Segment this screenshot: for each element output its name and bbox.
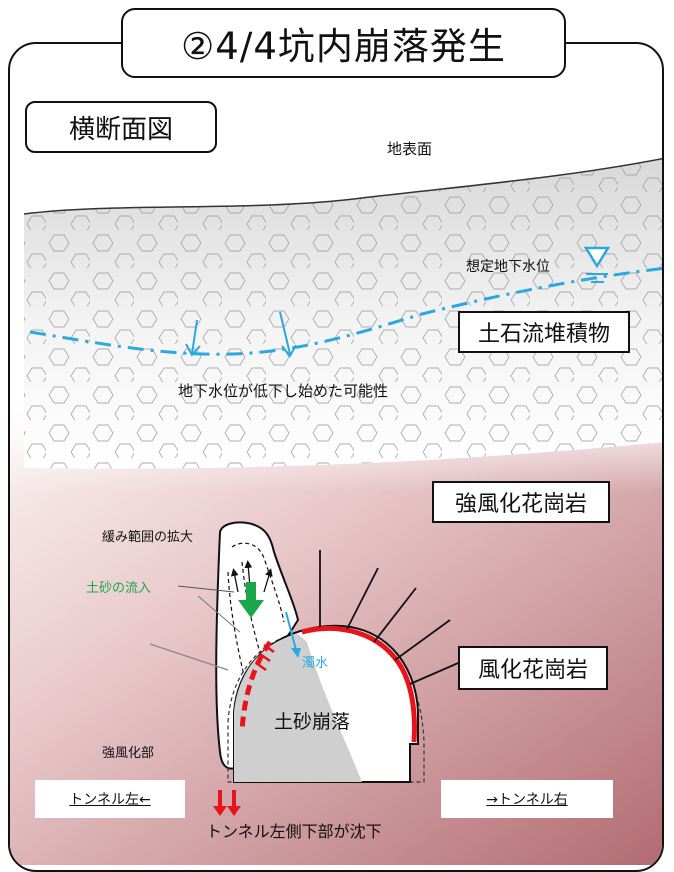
assumed-water-level-label: 想定地下水位 [466, 259, 550, 275]
rock-bolts [319, 550, 473, 685]
loosening-expansion-label: 緩み範囲の拡大 [102, 530, 194, 545]
collapsed-soil [234, 634, 362, 782]
soil-collapse-label: 土砂崩落 [274, 711, 351, 733]
lining-left-damaged [239, 640, 273, 733]
water-level-icon [583, 246, 611, 283]
water-drop-arrows [185, 311, 297, 358]
ground-surface-label: 地表面 [387, 140, 433, 158]
tunnel-left-label: トンネル左← [35, 780, 185, 818]
water-leak-label: 濁水 [302, 656, 329, 671]
strongly-weathered-zone-label: 強風化部 [102, 746, 155, 761]
groundwater-line [29, 266, 662, 356]
soil-inflow-arrow [238, 582, 264, 618]
ground-surface-line [23, 157, 662, 215]
water-leak-arrow [285, 611, 301, 658]
section-label: 横断面図 [25, 101, 217, 153]
weathered-granite-label: 風化花崗岩 [458, 646, 608, 690]
crack-marks [255, 643, 275, 672]
water-drop-label: 地下水位が低下し始めた可能性 [178, 382, 389, 400]
debris-deposit-label: 土石流堆積物 [458, 311, 630, 353]
soil-inflow-label: 土砂の流入 [86, 581, 152, 596]
strongly-weathered-granite-label: 強風化花崗岩 [432, 481, 610, 523]
left-settlement-label: トンネル左側下部が沈下 [206, 822, 382, 841]
page-title: ②4/4坑内崩落発生 [121, 8, 566, 78]
settlement-arrows [213, 790, 241, 816]
tunnel-right-label: →トンネル右 [441, 780, 613, 818]
lining-right [301, 625, 417, 743]
